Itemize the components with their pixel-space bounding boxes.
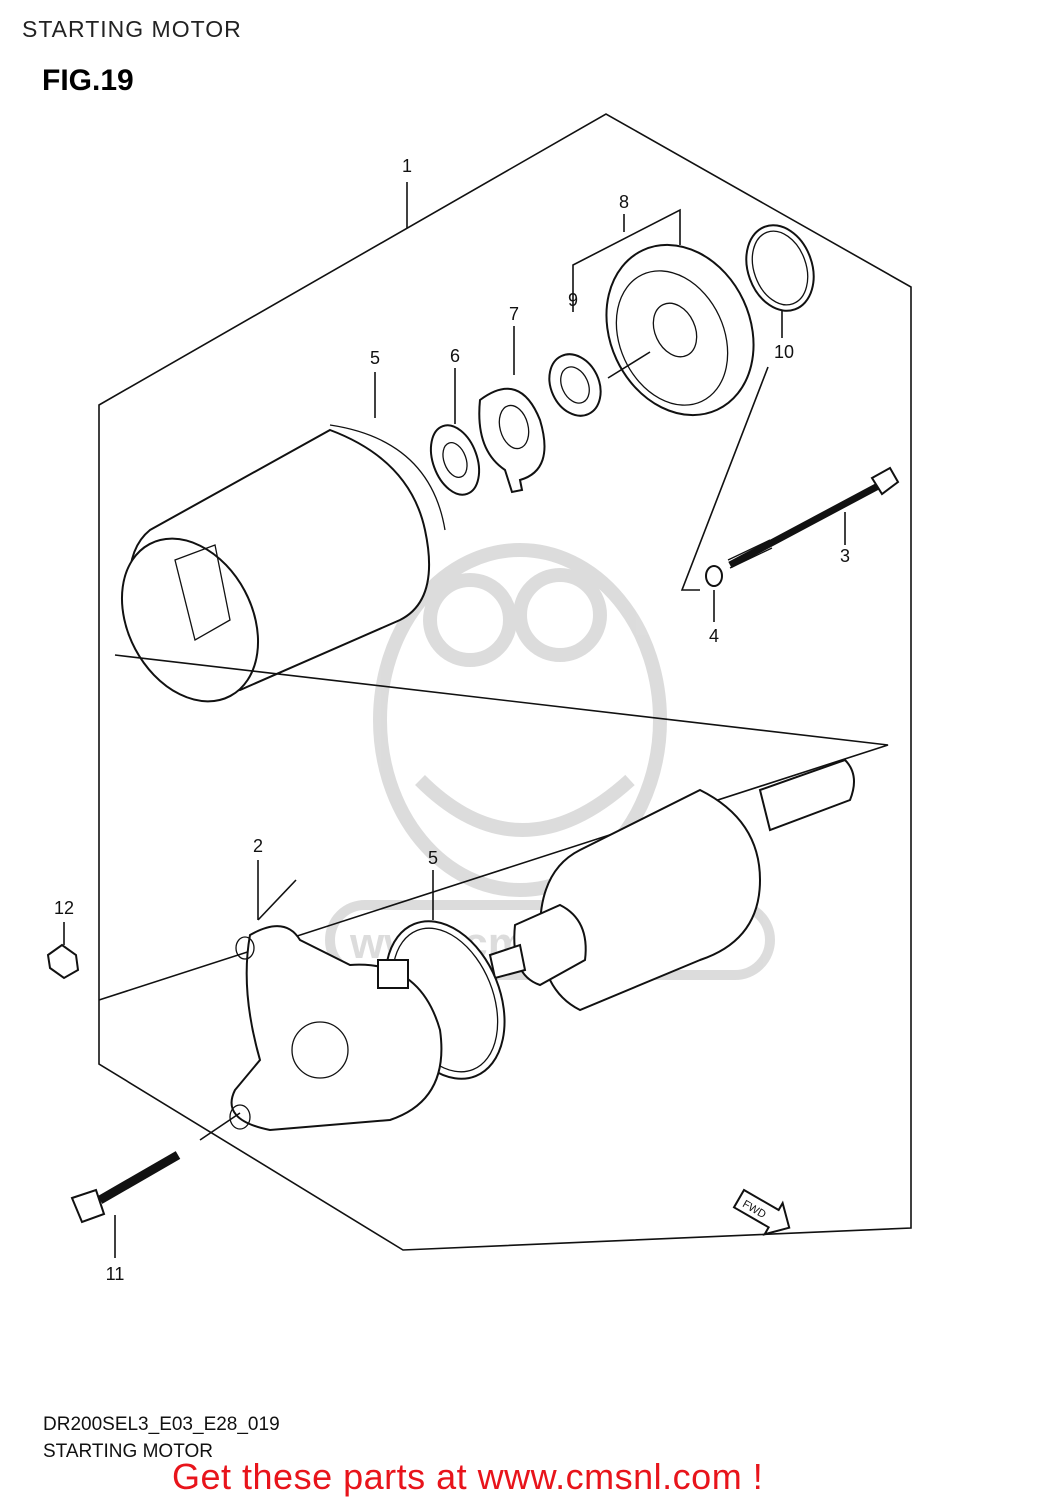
callout-4: 4 [709,626,719,646]
yoke-housing [120,424,446,703]
callout-10: 10 [774,342,794,362]
through-bolt-3 [727,466,900,569]
callout-7: 7 [509,304,519,324]
parts-link[interactable]: Get these parts at www.cmsnl.com ! [172,1456,764,1497]
o-ring-10 [745,224,815,312]
figure-label: FIG.19 [42,64,134,97]
washer-6 [429,424,481,496]
assembly-outline [98,113,912,1251]
callout-12: 12 [54,898,74,918]
diagram-code: DR200SEL3_E03_E28_019 [43,1414,280,1435]
seal-9 [548,353,602,417]
end-housing-2 [229,925,443,1132]
callout-1: 1 [402,156,412,176]
screw-12 [46,943,80,980]
fwd-arrow-icon: FWD [732,1188,791,1236]
callout-2: 2 [253,836,263,856]
section-title: STARTING MOTOR [22,16,242,42]
callout-8: 8 [619,192,629,212]
callout-5-lower: 5 [428,848,438,868]
callout-3: 3 [840,546,850,566]
callout-6: 6 [450,346,460,366]
armature [488,758,855,1012]
callout-5-upper: 5 [370,348,380,368]
callout-9: 9 [568,290,578,310]
callout-11: 11 [106,1264,125,1284]
bolt-11 [70,1151,181,1224]
washer-4 [705,565,723,587]
plate-7 [478,387,546,494]
end-cover-8 [605,243,755,417]
footer-caption: STARTING MOTOR [43,1441,213,1462]
